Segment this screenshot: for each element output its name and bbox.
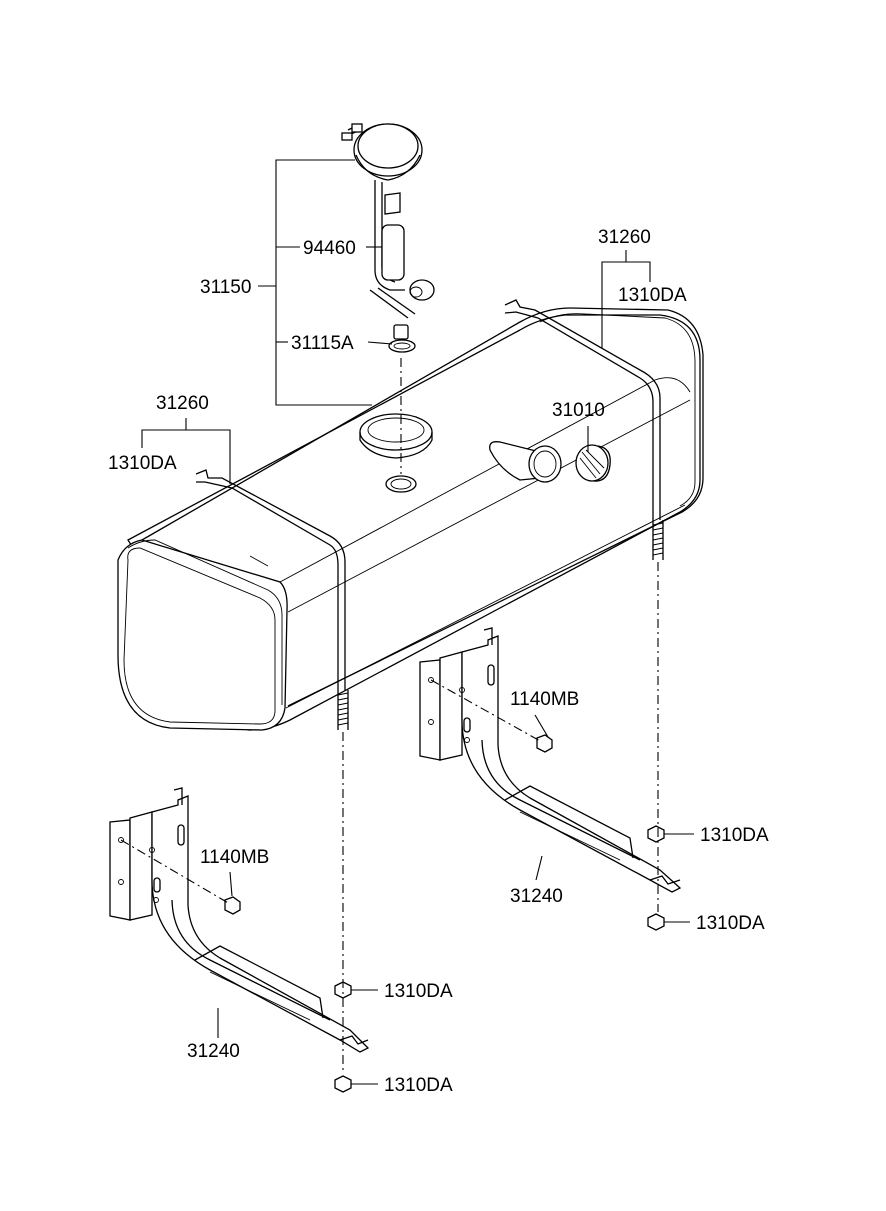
bolt-left-centerline bbox=[120, 839, 231, 905]
label-1310DA-right-upper: 1310DA bbox=[700, 825, 769, 846]
o-ring bbox=[385, 475, 417, 493]
tank-strap-right bbox=[504, 299, 664, 560]
bolt-left bbox=[224, 896, 241, 915]
tank-strap-left bbox=[195, 469, 349, 730]
label-1310DA-left: 1310DA bbox=[108, 453, 177, 474]
filler-cap bbox=[575, 444, 611, 482]
label-1310DA-left-lower: 1310DA bbox=[384, 1075, 453, 1096]
label-1310DA-top: 1310DA bbox=[618, 285, 687, 306]
fuel-tank bbox=[117, 307, 704, 731]
leader-lines bbox=[141, 159, 694, 1085]
label-1140MB-right: 1140MB bbox=[510, 689, 579, 710]
bolt-right-centerline bbox=[430, 679, 543, 743]
nut-right-lower bbox=[647, 913, 665, 931]
nut-right-upper bbox=[647, 825, 665, 843]
label-31240-left: 31240 bbox=[187, 1041, 240, 1062]
strap-bracket-right bbox=[419, 627, 682, 893]
label-31260-left: 31260 bbox=[156, 393, 209, 414]
label-1310DA-left-upper: 1310DA bbox=[384, 981, 453, 1002]
filler-neck bbox=[489, 441, 562, 483]
label-1140MB-left: 1140MB bbox=[200, 847, 269, 868]
strap-bracket-left bbox=[109, 787, 370, 1053]
label-31260-top: 31260 bbox=[598, 227, 651, 248]
sender-gasket bbox=[388, 324, 416, 353]
nut-left-lower bbox=[334, 1075, 352, 1093]
label-31240-right: 31240 bbox=[510, 886, 563, 907]
label-31010: 31010 bbox=[552, 400, 605, 421]
fuel-sender bbox=[341, 123, 435, 319]
label-31115A: 31115A bbox=[291, 333, 354, 354]
bolt-right bbox=[536, 734, 553, 753]
label-1310DA-right-lower: 1310DA bbox=[696, 913, 765, 934]
sender-ring bbox=[359, 413, 433, 459]
label-31150: 31150 bbox=[200, 277, 251, 298]
label-94460: 94460 bbox=[303, 238, 356, 259]
